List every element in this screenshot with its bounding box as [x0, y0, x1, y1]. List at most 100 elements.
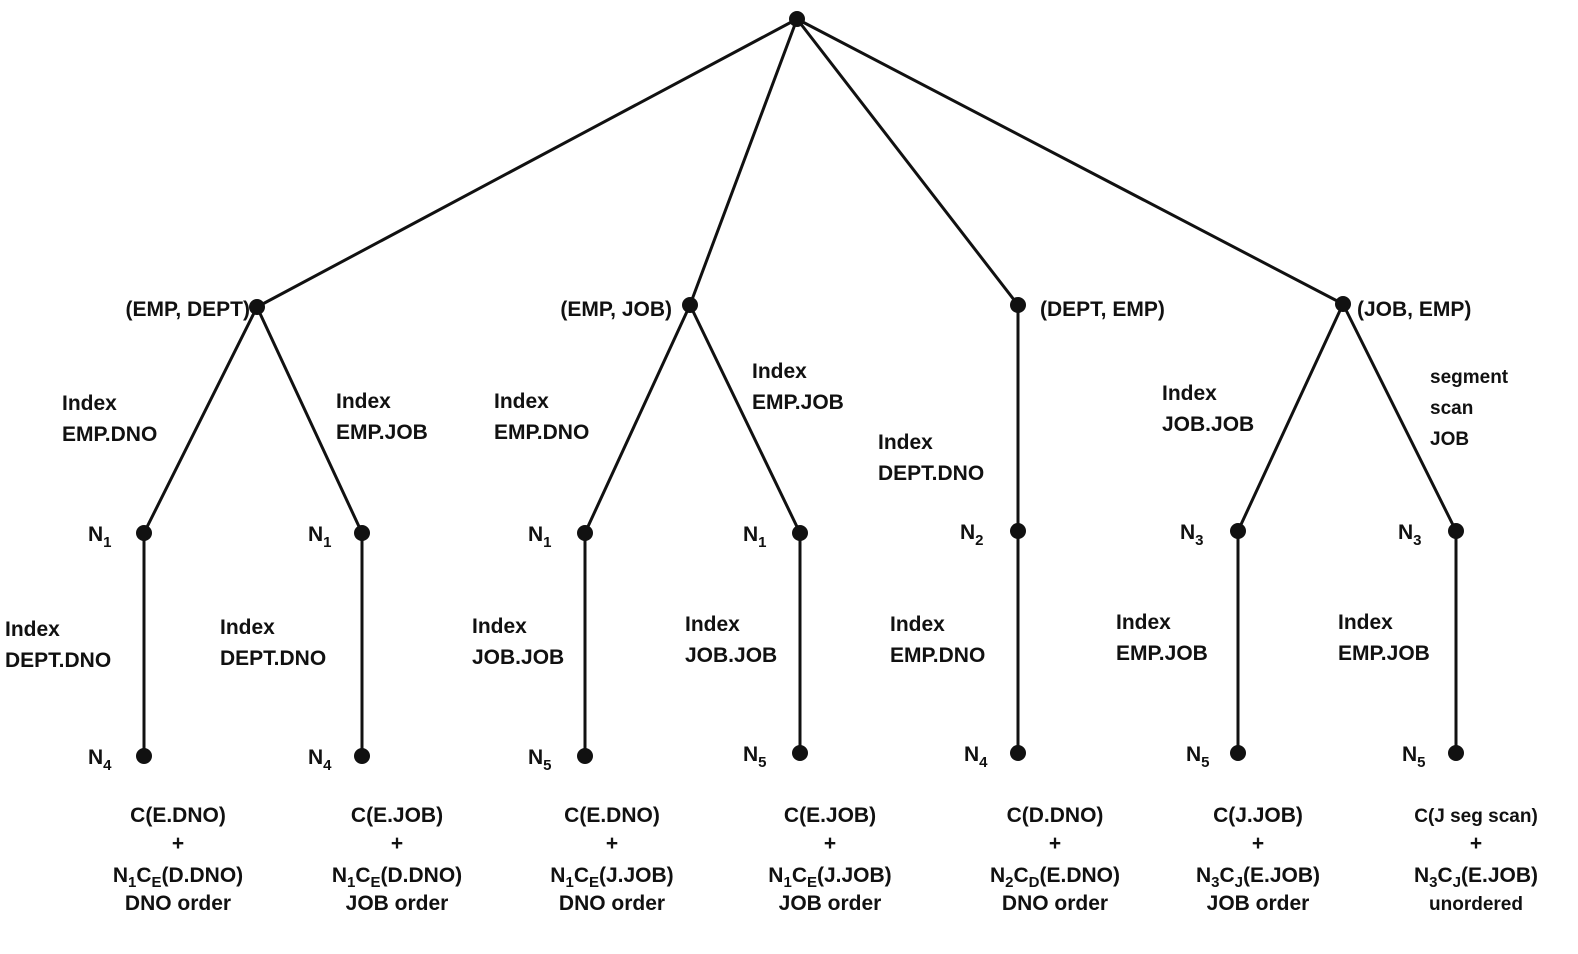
relation-pair-label: (EMP, DEPT) [126, 298, 250, 321]
relation-pair-node [1335, 296, 1351, 312]
cost-join-term-label: N1CE(D.DNO) [332, 864, 462, 891]
intermediate-node [1010, 523, 1026, 539]
cost-plus-label: + [1049, 832, 1061, 855]
intermediate-node [354, 525, 370, 541]
cost-join-term-label: N1CE(J.JOB) [550, 864, 673, 891]
relation-pair-label: (EMP, JOB) [560, 298, 672, 321]
edge-access-path [142, 305, 259, 535]
access-method-label: Index [1162, 382, 1217, 405]
result-node-label: N5 [528, 746, 552, 774]
tree-labels: (EMP, DEPT)N1N4IndexEMP.DNOIndexDEPT.DNO… [5, 298, 1538, 915]
join-method-label: Index [1116, 611, 1171, 634]
result-node [1010, 745, 1026, 761]
result-order-label: DNO order [559, 892, 665, 915]
access-method-label: EMP.DNO [62, 423, 157, 446]
tree-nodes [136, 11, 1464, 764]
intermediate-node-label: N3 [1398, 521, 1422, 549]
join-method-label: Index [220, 616, 275, 639]
access-method-label: Index [62, 392, 117, 415]
edge-access-path [688, 303, 802, 535]
cost-term-label: C(D.DNO) [1007, 804, 1104, 827]
cost-join-term-label: N3CJ(E.JOB) [1196, 864, 1320, 891]
join-method-label: DEPT.DNO [220, 647, 326, 670]
edge-access-path [1341, 302, 1458, 533]
cost-term-label: C(E.JOB) [351, 804, 443, 827]
join-method-label: Index [685, 613, 740, 636]
join-method-label: JOB.JOB [472, 646, 564, 669]
result-node [1230, 745, 1246, 761]
access-method-label: EMP.JOB [752, 391, 844, 414]
root-node [789, 11, 805, 27]
result-order-label: DNO order [125, 892, 231, 915]
result-order-label: unordered [1429, 894, 1523, 915]
intermediate-node-label: N1 [88, 523, 112, 551]
access-method-label: segment [1430, 367, 1509, 388]
cost-term-label: C(E.DNO) [564, 804, 660, 827]
result-order-label: JOB order [346, 892, 449, 915]
join-method-label: JOB.JOB [685, 644, 777, 667]
result-order-label: JOB order [779, 892, 882, 915]
cost-join-term-label: N3CJ(E.JOB) [1414, 864, 1538, 891]
cost-plus-label: + [606, 832, 618, 855]
intermediate-node [1448, 523, 1464, 539]
intermediate-node [577, 525, 593, 541]
result-node [577, 748, 593, 764]
tree-edges [142, 17, 1458, 758]
access-method-label: scan [1430, 398, 1473, 419]
join-method-label: Index [5, 618, 60, 641]
join-method-label: Index [1338, 611, 1393, 634]
cost-term-label: C(E.JOB) [784, 804, 876, 827]
cost-term-label: C(E.DNO) [130, 804, 226, 827]
join-method-label: DEPT.DNO [5, 649, 111, 672]
cost-join-term-label: N2CD(E.DNO) [990, 864, 1120, 891]
result-node-label: N4 [964, 743, 988, 771]
result-order-label: DNO order [1002, 892, 1108, 915]
intermediate-node-label: N1 [308, 523, 332, 551]
access-method-label: EMP.JOB [336, 421, 428, 444]
result-node [792, 745, 808, 761]
cost-term-label: C(J.JOB) [1213, 804, 1303, 827]
edge-access-path [1236, 302, 1345, 533]
intermediate-node [1230, 523, 1246, 539]
result-node-label: N4 [88, 746, 112, 774]
join-method-label: EMP.DNO [890, 644, 985, 667]
edge-access-path [583, 303, 692, 535]
edge-root-to-child [795, 17, 1020, 307]
intermediate-node-label: N3 [1180, 521, 1204, 549]
cost-term-label: C(J seg scan) [1414, 806, 1538, 827]
relation-pair-node [249, 299, 265, 315]
cost-plus-label: + [172, 832, 184, 855]
edge-root-to-child [795, 17, 1345, 306]
join-method-label: EMP.JOB [1338, 642, 1430, 665]
access-method-label: EMP.DNO [494, 421, 589, 444]
relation-pair-label: (JOB, EMP) [1357, 298, 1471, 321]
access-method-label: Index [336, 390, 391, 413]
cost-join-term-label: N1CE(D.DNO) [113, 864, 243, 891]
cost-join-term-label: N1CE(J.JOB) [768, 864, 891, 891]
result-node-label: N4 [308, 746, 332, 774]
edge-root-to-child [255, 17, 799, 309]
join-method-label: EMP.JOB [1116, 642, 1208, 665]
result-node [136, 748, 152, 764]
result-order-label: JOB order [1207, 892, 1310, 915]
result-node-label: N5 [1402, 743, 1426, 771]
access-method-label: Index [494, 390, 549, 413]
cost-plus-label: + [1252, 832, 1264, 855]
result-node-label: N5 [743, 743, 767, 771]
result-node [354, 748, 370, 764]
access-method-label: JOB [1430, 429, 1469, 450]
edge-access-path [255, 305, 364, 535]
intermediate-node [136, 525, 152, 541]
relation-pair-node [1010, 297, 1026, 313]
relation-pair-label: (DEPT, EMP) [1040, 298, 1165, 321]
access-method-label: Index [878, 431, 933, 454]
cost-plus-label: + [824, 832, 836, 855]
access-method-label: DEPT.DNO [878, 462, 984, 485]
result-node [1448, 745, 1464, 761]
intermediate-node-label: N2 [960, 521, 984, 549]
access-method-label: JOB.JOB [1162, 413, 1254, 436]
intermediate-node-label: N1 [528, 523, 552, 551]
intermediate-node [792, 525, 808, 541]
join-method-label: Index [890, 613, 945, 636]
